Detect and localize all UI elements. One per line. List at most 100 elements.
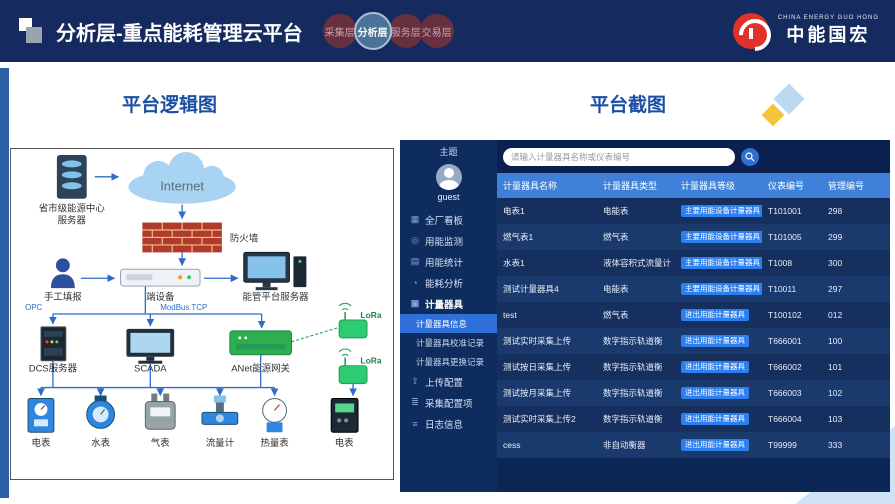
- cell-meter-no: T666001: [768, 336, 802, 346]
- cell-type: 数字指示轨道衡: [603, 362, 663, 372]
- upload-icon: ⇧: [411, 376, 419, 386]
- sidebar-item-collection-config[interactable]: ≣ 采集配置项: [400, 392, 497, 413]
- user-name: guest: [437, 192, 460, 202]
- table-row[interactable]: 测试计量器具4 电能表 主要用能设备计量器具 T10011 297: [497, 276, 890, 302]
- sidebar-subitem-device-info[interactable]: 计量器具信息: [400, 314, 497, 333]
- theme-label: 主题: [439, 147, 458, 157]
- sidebar-subitem-replacement-records[interactable]: 计量器具更换记录: [400, 352, 497, 371]
- cell-type: 数字指示轨道衡: [603, 414, 663, 424]
- column-header-mgmt-no: 管理编号: [828, 181, 865, 191]
- cell-grade: 进出用能计量器具: [675, 309, 762, 321]
- sidebar-item-label: 用能统计: [425, 257, 464, 269]
- table-row[interactable]: 测试按日采集上传 数字指示轨道衡 进出用能计量器具 T666002 101: [497, 354, 890, 380]
- app-main: 计量器具名称 计量器具类型 计量器具等级 仪表编号 管理编号 电表1 电能表 主…: [497, 140, 890, 492]
- sidebar-item-energy-analysis[interactable]: ◔ 能耗分析: [400, 272, 497, 293]
- layer-badges: 采集层 分析层 服务层 交易层: [322, 12, 454, 50]
- table-row[interactable]: 电表1 电能表 主要用能设备计量器具 T101001 298: [497, 198, 890, 224]
- table-row[interactable]: 燃气表1 燃气表 主要用能设备计量器具 T101005 299: [497, 224, 890, 250]
- cell-grade: 主要用能设备计量器具: [675, 205, 762, 217]
- edge-device-icon: [119, 268, 201, 287]
- user-avatar[interactable]: [435, 164, 462, 190]
- cell-grade: 进出用能计量器具: [675, 335, 762, 347]
- platform-screenshot: 主题 guest ▦ 全厂看板 ◎ 用能监测 ▤ 用能统计: [400, 140, 890, 492]
- layer-badge-trade[interactable]: 交易层: [419, 14, 454, 48]
- analysis-icon: ◔: [412, 277, 418, 288]
- meter-label-flow: 流量计: [206, 437, 235, 449]
- column-header-meter-no: 仪表编号: [768, 181, 805, 191]
- meter-gas-icon: [144, 393, 176, 430]
- cell-meter-no: T100102: [768, 310, 802, 320]
- log-icon: ≡: [412, 418, 418, 429]
- table-row[interactable]: test 燃气表 进出用能计量器具 T100102 012: [497, 302, 890, 328]
- meter-heat-icon: [262, 397, 287, 433]
- cell-meter-no: T10011: [768, 284, 797, 294]
- cell-mgmt-no: 300: [828, 258, 843, 268]
- anet-gateway-icon: [229, 330, 292, 356]
- layer-badge-service[interactable]: 服务层: [388, 14, 423, 48]
- side-decoration: [761, 83, 806, 136]
- sidebar-item-label: 全厂看板: [425, 215, 464, 227]
- meter-label-water: 水表: [91, 437, 110, 449]
- search-button[interactable]: [741, 147, 759, 166]
- sidebar-item-energy-monitoring[interactable]: ◎ 用能监测: [400, 230, 497, 251]
- sidebar-item-energy-statistics[interactable]: ▤ 用能统计: [400, 251, 497, 272]
- column-header-grade: 计量器具等级: [681, 181, 736, 191]
- manual-entry-icon: [50, 258, 75, 289]
- cell-type: 数字指示轨道衡: [603, 336, 663, 346]
- lora-device-top-icon: [338, 302, 368, 339]
- meter-electric-right-icon: [330, 397, 359, 433]
- meter-electric-left-icon: [27, 397, 55, 433]
- search-input[interactable]: [503, 147, 735, 166]
- cell-name: 测试按月采集上传: [503, 388, 572, 398]
- sidebar-subitem-calibration-records[interactable]: 计量器具校准记录: [400, 333, 497, 352]
- sidebar-menu: ▦ 全厂看板 ◎ 用能监测 ▤ 用能统计 ◔ 能耗分析: [400, 209, 497, 434]
- cell-meter-no: T666002: [768, 362, 802, 372]
- cell-name: 水表1: [503, 258, 525, 268]
- cell-name: cess: [503, 440, 521, 450]
- cell-name: 电表1: [503, 206, 525, 216]
- protocol-lora-label-1: LoRa: [360, 310, 381, 320]
- sidebar-item-label: 能耗分析: [425, 278, 464, 290]
- table-row[interactable]: 测试实时采集上传2 数字指示轨道衡 进出用能计量器具 T666004 103: [497, 406, 890, 432]
- table-row[interactable]: cess 非自动衡器 进出用能计量器具 T99999 333: [497, 432, 890, 458]
- cell-name: 测试实时采集上传: [503, 336, 572, 346]
- layer-badge-label: 分析层: [357, 27, 388, 39]
- cell-grade: 主要用能设备计量器具: [675, 283, 762, 295]
- grade-badge: 进出用能计量器具: [681, 335, 749, 347]
- left-accent-stripe: [0, 68, 9, 498]
- edge-device-label: 端设备: [146, 291, 175, 303]
- table-row[interactable]: 测试实时采集上传 数字指示轨道衡 进出用能计量器具 T666001 100: [497, 328, 890, 354]
- platform-logic-diagram: 省市级能源中心 服务器 Internet: [10, 148, 394, 480]
- cell-type: 燃气表: [603, 310, 629, 320]
- diagram-section-title: 平台逻辑图: [122, 95, 218, 116]
- cell-mgmt-no: 012: [828, 310, 843, 320]
- brand-logo-icon: [732, 13, 769, 49]
- header-bar: 分析层-重点能耗管理云平台 采集层 分析层 服务层 交易层 CHINA ENER…: [0, 0, 895, 62]
- sidebar-item-metering-devices[interactable]: ▣ 计量器具: [400, 293, 497, 314]
- cell-mgmt-no: 102: [828, 388, 843, 398]
- slide-logo-icon: [16, 16, 46, 46]
- cell-meter-no: T666004: [768, 414, 802, 424]
- grade-badge: 进出用能计量器具: [681, 361, 749, 373]
- cell-type: 燃气表: [603, 232, 629, 242]
- layer-badge-analysis[interactable]: 分析层: [353, 12, 392, 50]
- cell-grade: 进出用能计量器具: [675, 413, 762, 425]
- sidebar-subitem-label: 计量器具校准记录: [416, 337, 485, 348]
- platform-server-icon: [243, 251, 307, 291]
- cell-mgmt-no: 100: [828, 336, 843, 346]
- sidebar-item-logs[interactable]: ≡ 日志信息: [400, 413, 497, 434]
- table-row[interactable]: 水表1 液体容积式流量计 主要用能设备计量器具 T1008 300: [497, 250, 890, 276]
- cell-meter-no: T101001: [768, 206, 802, 216]
- grade-badge: 主要用能设备计量器具: [681, 231, 762, 243]
- table-row[interactable]: 测试按月采集上传 数字指示轨道衡 进出用能计量器具 T666003 102: [497, 380, 890, 406]
- sidebar-item-dashboard[interactable]: ▦ 全厂看板: [400, 209, 497, 230]
- cell-grade: 进出用能计量器具: [675, 387, 762, 399]
- cell-meter-no: T99999: [768, 440, 797, 450]
- sidebar-subitem-label: 计量器具信息: [416, 318, 468, 329]
- lora-wireless-links: [291, 327, 338, 343]
- layer-badge-collection[interactable]: 采集层: [322, 14, 357, 48]
- anet-gateway-label: ANet能源网关: [231, 363, 290, 375]
- cell-type: 液体容积式流量计: [603, 258, 672, 268]
- protocol-opc-label: OPC: [25, 303, 42, 312]
- sidebar-item-upload-config[interactable]: ⇧ 上传配置: [400, 371, 497, 392]
